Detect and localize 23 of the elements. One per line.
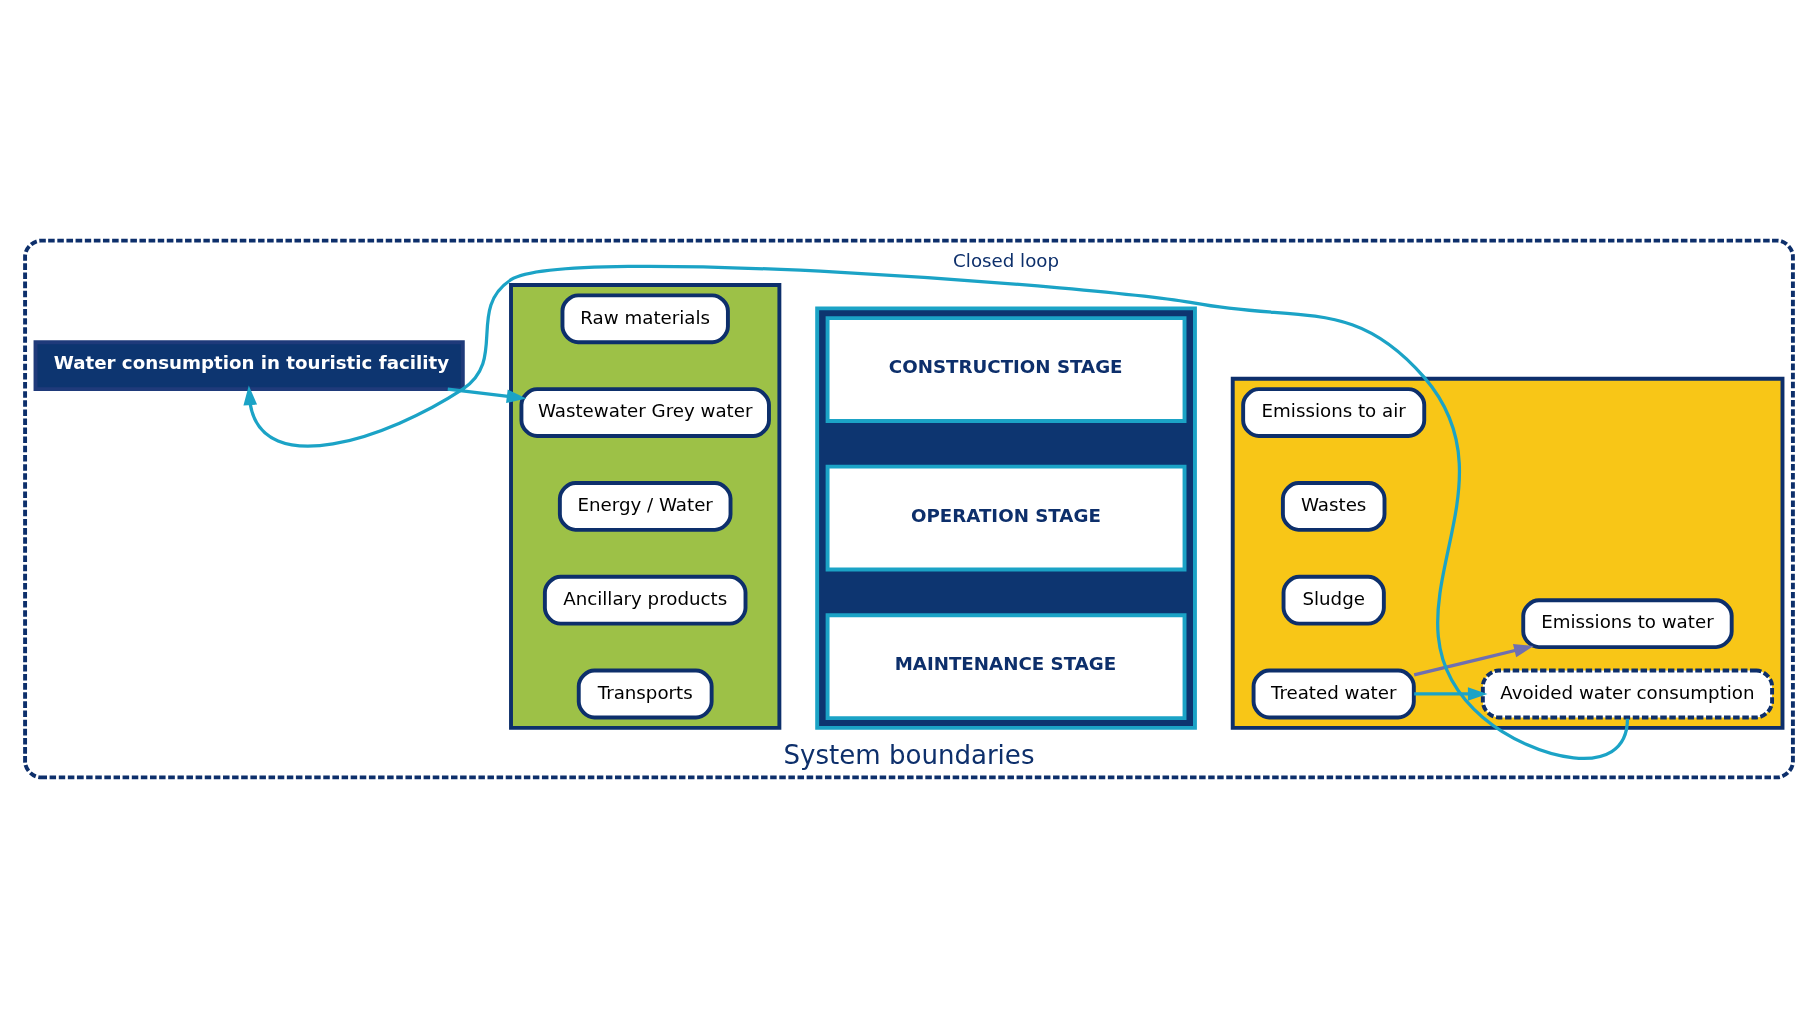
node-box: Raw materials [560, 293, 730, 345]
arrow [1414, 687, 1488, 701]
node-box: Energy / Water [557, 481, 733, 532]
arrow [447, 387, 527, 404]
node-box: Transports [576, 668, 714, 720]
cluster [815, 306, 1197, 730]
node-box: MAINTENANCE STAGE [825, 613, 1187, 721]
node-box: Avoided water consumption [1480, 668, 1775, 720]
arrow [1413, 643, 1534, 677]
arrow [243, 264, 1630, 760]
cluster [1230, 376, 1785, 730]
node-box: OPERATION STAGE [825, 464, 1187, 572]
node-box: Emissions to water [1521, 598, 1734, 650]
node-box: CONSTRUCTION STAGE [825, 316, 1187, 423]
node-box: Wastewater Grey water [519, 387, 771, 438]
cluster [509, 282, 782, 730]
node-box: Ancillary products [542, 574, 748, 626]
node-box: Emissions to air [1241, 387, 1427, 438]
node-box: Sludge [1281, 574, 1386, 626]
node-box: Water consumption in touristic facility [33, 340, 465, 392]
edge-label: Closed loop [953, 249, 1060, 271]
node-box: Wastes [1280, 481, 1387, 532]
node-box: Treated water [1251, 668, 1416, 720]
